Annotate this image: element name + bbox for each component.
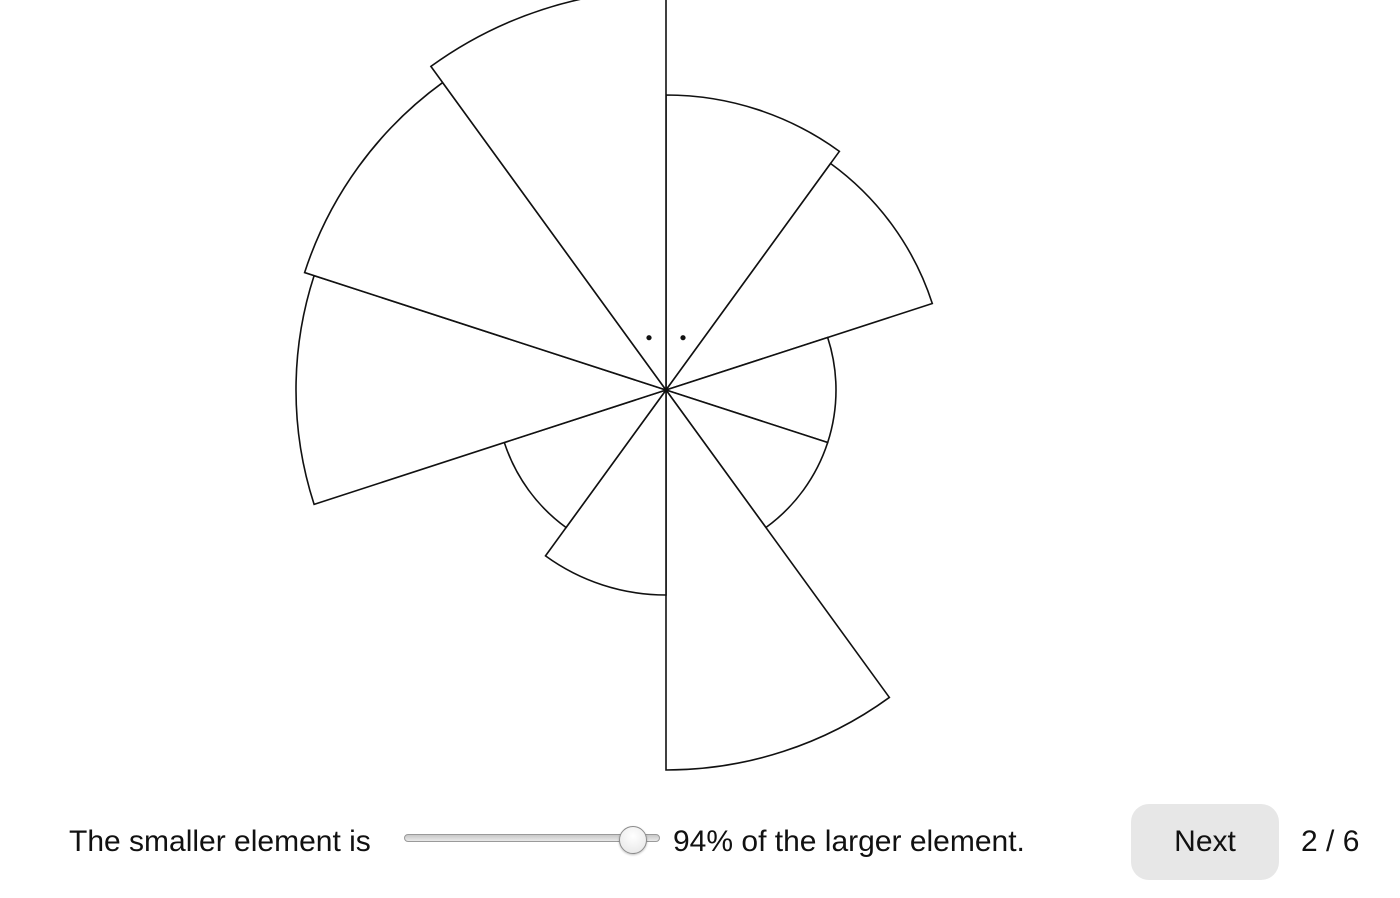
sector-6 <box>503 388 669 529</box>
sector-7 <box>295 274 669 506</box>
sector-0 <box>665 94 841 393</box>
prompt-suffix: of the larger element. <box>741 825 1025 858</box>
next-button[interactable]: Next <box>1131 804 1279 880</box>
sector-5 <box>544 387 667 596</box>
sector-8 <box>303 81 669 392</box>
polar-area-chart <box>295 0 934 771</box>
prompt-prefix-label: The smaller element is <box>69 825 371 858</box>
sector-1 <box>663 162 934 392</box>
progress-indicator: 2 / 6 <box>1301 825 1360 858</box>
sector-2 <box>663 336 837 444</box>
sector-marker-dot-9 <box>646 335 652 341</box>
ratio-value: 94% <box>673 825 734 858</box>
prompt-suffix-label: 94% of the larger element. <box>673 824 1025 860</box>
slider-track[interactable] <box>404 834 660 842</box>
slider-thumb[interactable] <box>619 826 648 854</box>
sector-4 <box>665 387 891 771</box>
ratio-slider[interactable] <box>404 826 662 854</box>
sector-marker-dot-0 <box>680 335 686 341</box>
sector-9 <box>429 0 667 393</box>
sector-3 <box>663 388 829 529</box>
